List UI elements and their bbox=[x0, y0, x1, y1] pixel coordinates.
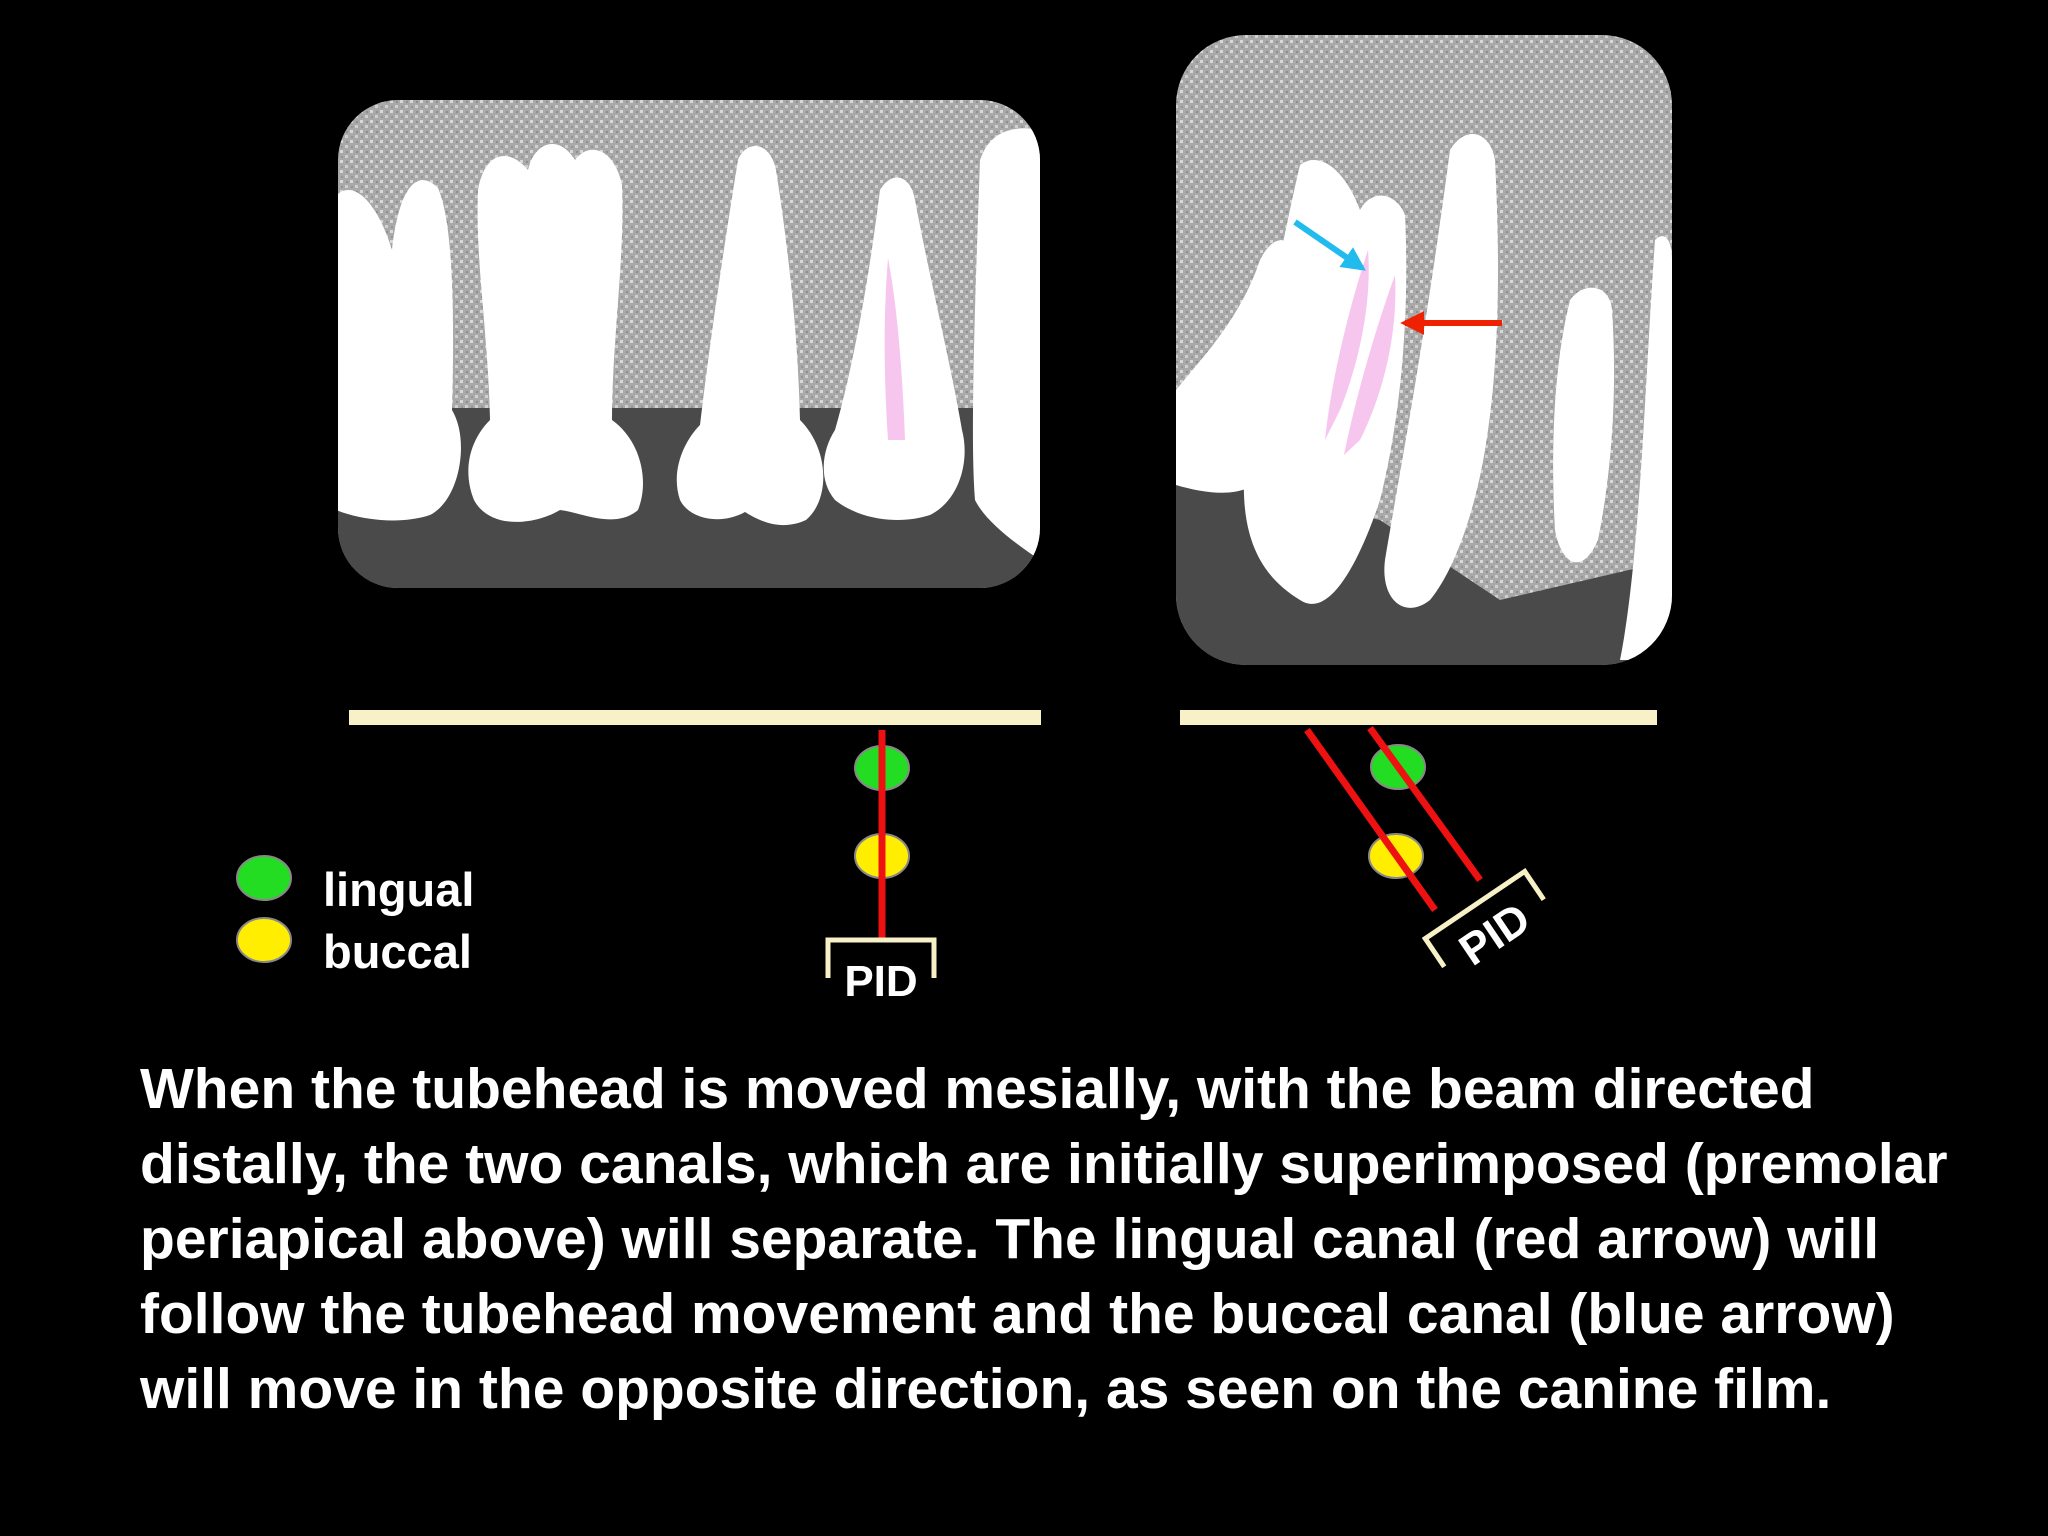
legend-lingual-label: lingual bbox=[323, 863, 474, 916]
tooth-canine-rotated bbox=[1243, 160, 1407, 604]
left-beam-setup: PID bbox=[825, 730, 937, 1006]
superimposed-canal bbox=[884, 258, 905, 440]
tooth-far-right bbox=[1553, 236, 1672, 660]
beam-right-2 bbox=[1367, 725, 1483, 883]
beam-right-1 bbox=[1304, 727, 1438, 913]
pid-label-right: PID bbox=[1451, 894, 1539, 976]
pid-left bbox=[825, 937, 937, 978]
right-beam-setup: PID bbox=[1304, 725, 1546, 976]
legend-buccal-label: buccal bbox=[323, 925, 472, 978]
legend: lingual buccal bbox=[236, 855, 474, 978]
tooth-premolar-2 bbox=[676, 146, 824, 526]
premolar-periapical-film bbox=[338, 100, 1040, 588]
tooth-canine bbox=[823, 177, 965, 520]
tooth-premolar-right bbox=[1384, 133, 1498, 608]
blue-arrow bbox=[1293, 219, 1366, 271]
caption-text: When the tubehead is moved mesially, wit… bbox=[140, 1057, 1948, 1421]
film-bar-right bbox=[1180, 710, 1657, 725]
lingual-canal bbox=[1344, 275, 1396, 455]
canine-periapical-film bbox=[1176, 35, 1672, 665]
tooth-molar bbox=[338, 180, 461, 521]
legend-lingual-swatch bbox=[236, 855, 292, 901]
legend-buccal-swatch bbox=[236, 917, 292, 963]
pid-right bbox=[1421, 867, 1546, 969]
tooth-premolar-1 bbox=[468, 143, 643, 522]
film-bar-left bbox=[349, 710, 1041, 725]
tooth-incisor bbox=[972, 128, 1040, 560]
pid-label-left: PID bbox=[844, 957, 917, 1006]
buccal-canal bbox=[1325, 250, 1369, 440]
